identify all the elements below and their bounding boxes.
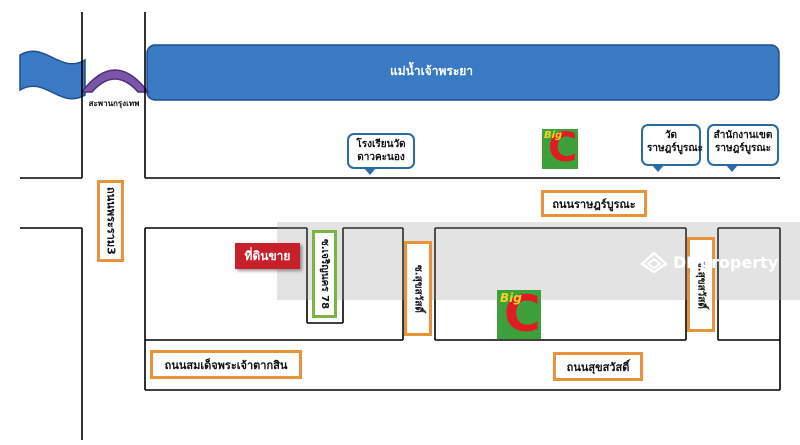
- bigc-logo-bottom-c: C: [504, 290, 541, 339]
- bigc-logo-top: C Big: [542, 129, 578, 169]
- bigc-logo-top-big: Big: [544, 130, 563, 141]
- callout-school-tail: [364, 168, 376, 175]
- river-wave: [19, 50, 86, 100]
- callout-school: โรงเรียนวัดดาวคะนอง: [347, 133, 415, 169]
- callout-district-office-text: สำนักงานเขตราษฎร์บูรณะ: [713, 130, 773, 154]
- road-label-soi-suksawat-left: ซ.สุขสวัสดิ์: [404, 241, 432, 336]
- callout-temple-text: วัดราษฎร์บูรณะ: [647, 130, 704, 154]
- road-label-ratburana: ถนนราษฎร์บูรณะ: [541, 190, 647, 217]
- callout-temple: วัดราษฎร์บูรณะ: [641, 124, 704, 166]
- road-label-soi-charoen-nakhon-78: ซ.เจริญนคร 78: [312, 230, 337, 318]
- road-label-rama3: ถนนพระราม3: [97, 180, 124, 262]
- river-band: [146, 44, 780, 101]
- road-label-soi-suksawat-right: ซ.สุขสวัสดิ์: [687, 237, 715, 332]
- callout-temple-tail: [652, 165, 664, 172]
- watermark-text: DDproperty: [673, 252, 779, 272]
- bigc-logo-bottom-big: Big: [500, 291, 522, 305]
- callout-school-text: โรงเรียนวัดดาวคะนอง: [356, 139, 406, 163]
- bigc-logo-top-c: C: [548, 129, 578, 169]
- watermark-logo: DDproperty: [640, 249, 778, 275]
- bridge-arch: [80, 69, 150, 93]
- road-lines: [20, 12, 781, 440]
- bridge-label: สะพานกรุงเทพ: [88, 99, 140, 108]
- callout-district-office: สำนักงานเขตราษฎร์บูรณะ: [707, 124, 779, 166]
- callout-district-office-tail: [726, 165, 738, 172]
- bigc-logo-bottom: C Big: [497, 290, 541, 339]
- road-label-suksawat: ถนนสุขสวัสดิ์: [553, 352, 643, 381]
- land-for-sale-marker: ที่ดินขาย: [235, 243, 300, 269]
- river-label: แม่น้ำเจ้าพระยา: [390, 64, 474, 78]
- road-label-somdet-taksin: ถนนสมเด็จพระเจ้าตากสิน: [150, 350, 302, 379]
- ddproperty-icon: [640, 251, 668, 273]
